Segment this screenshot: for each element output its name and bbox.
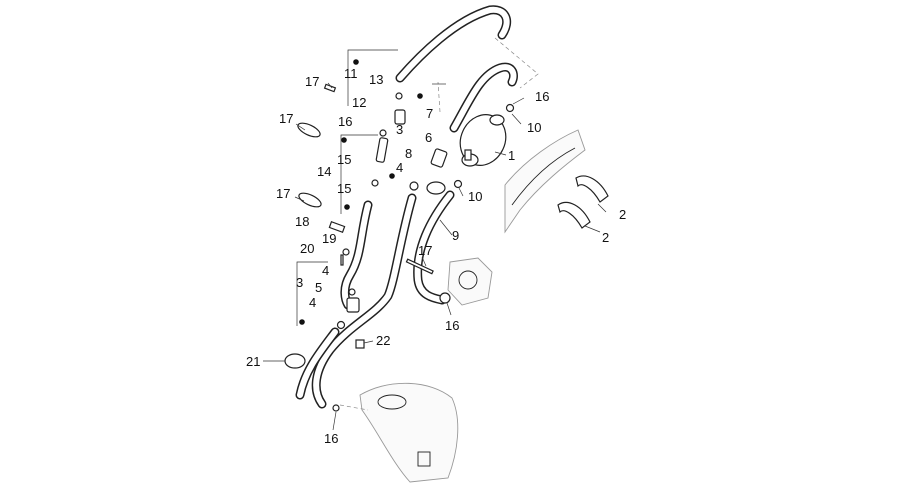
callout-21: 21 — [246, 354, 260, 369]
callout-19: 19 — [322, 231, 336, 246]
fuel-tank-ghost — [359, 382, 459, 483]
body-panel-ghost — [504, 129, 586, 234]
callout-2: 2 — [619, 207, 626, 222]
callout-6: 6 — [425, 130, 432, 145]
callout-16: 16 — [535, 89, 549, 104]
mounting-bands — [557, 175, 609, 229]
callout-16: 16 — [338, 114, 352, 129]
callout-17: 17 — [418, 243, 432, 258]
callout-8: 8 — [405, 146, 412, 161]
leader-lines — [263, 82, 607, 431]
callout-15: 15 — [337, 181, 351, 196]
callout-17: 17 — [276, 186, 290, 201]
callout-13: 13 — [369, 72, 383, 87]
callout-9: 9 — [452, 228, 459, 243]
callout-4: 4 — [322, 263, 329, 278]
callout-16: 16 — [324, 431, 338, 446]
callout-16: 16 — [445, 318, 459, 333]
callout-14: 14 — [317, 164, 331, 179]
callout-15: 15 — [337, 152, 351, 167]
fuel-pump — [459, 114, 507, 167]
callout-4: 4 — [396, 160, 403, 175]
callout-17: 17 — [305, 74, 319, 89]
clips-and-clamps — [284, 83, 434, 369]
callout-10: 10 — [468, 189, 482, 204]
callout-11: 11 — [344, 66, 358, 81]
callout-12: 12 — [352, 95, 366, 110]
callout-4: 4 — [309, 295, 316, 310]
callout-5: 5 — [315, 280, 322, 295]
callout-20: 20 — [300, 241, 314, 256]
callout-2: 2 — [602, 230, 609, 245]
fuel-hoses — [295, 5, 518, 409]
reference-lines — [339, 37, 539, 411]
callout-3: 3 — [396, 122, 403, 137]
inline-filters — [332, 92, 515, 412]
callout-3: 3 — [296, 275, 303, 290]
callout-7: 7 — [426, 106, 433, 121]
callout-labels: 1 2 2 3 3 4 4 4 5 6 7 8 9 10 10 11 12 13… — [246, 66, 626, 446]
group-brackets — [296, 49, 446, 326]
callout-1: 1 — [508, 148, 515, 163]
callout-22: 22 — [376, 333, 390, 348]
callout-10: 10 — [527, 120, 541, 135]
callout-17: 17 — [279, 111, 293, 126]
callout-18: 18 — [295, 214, 309, 229]
throttle-body-ghost — [447, 257, 493, 306]
